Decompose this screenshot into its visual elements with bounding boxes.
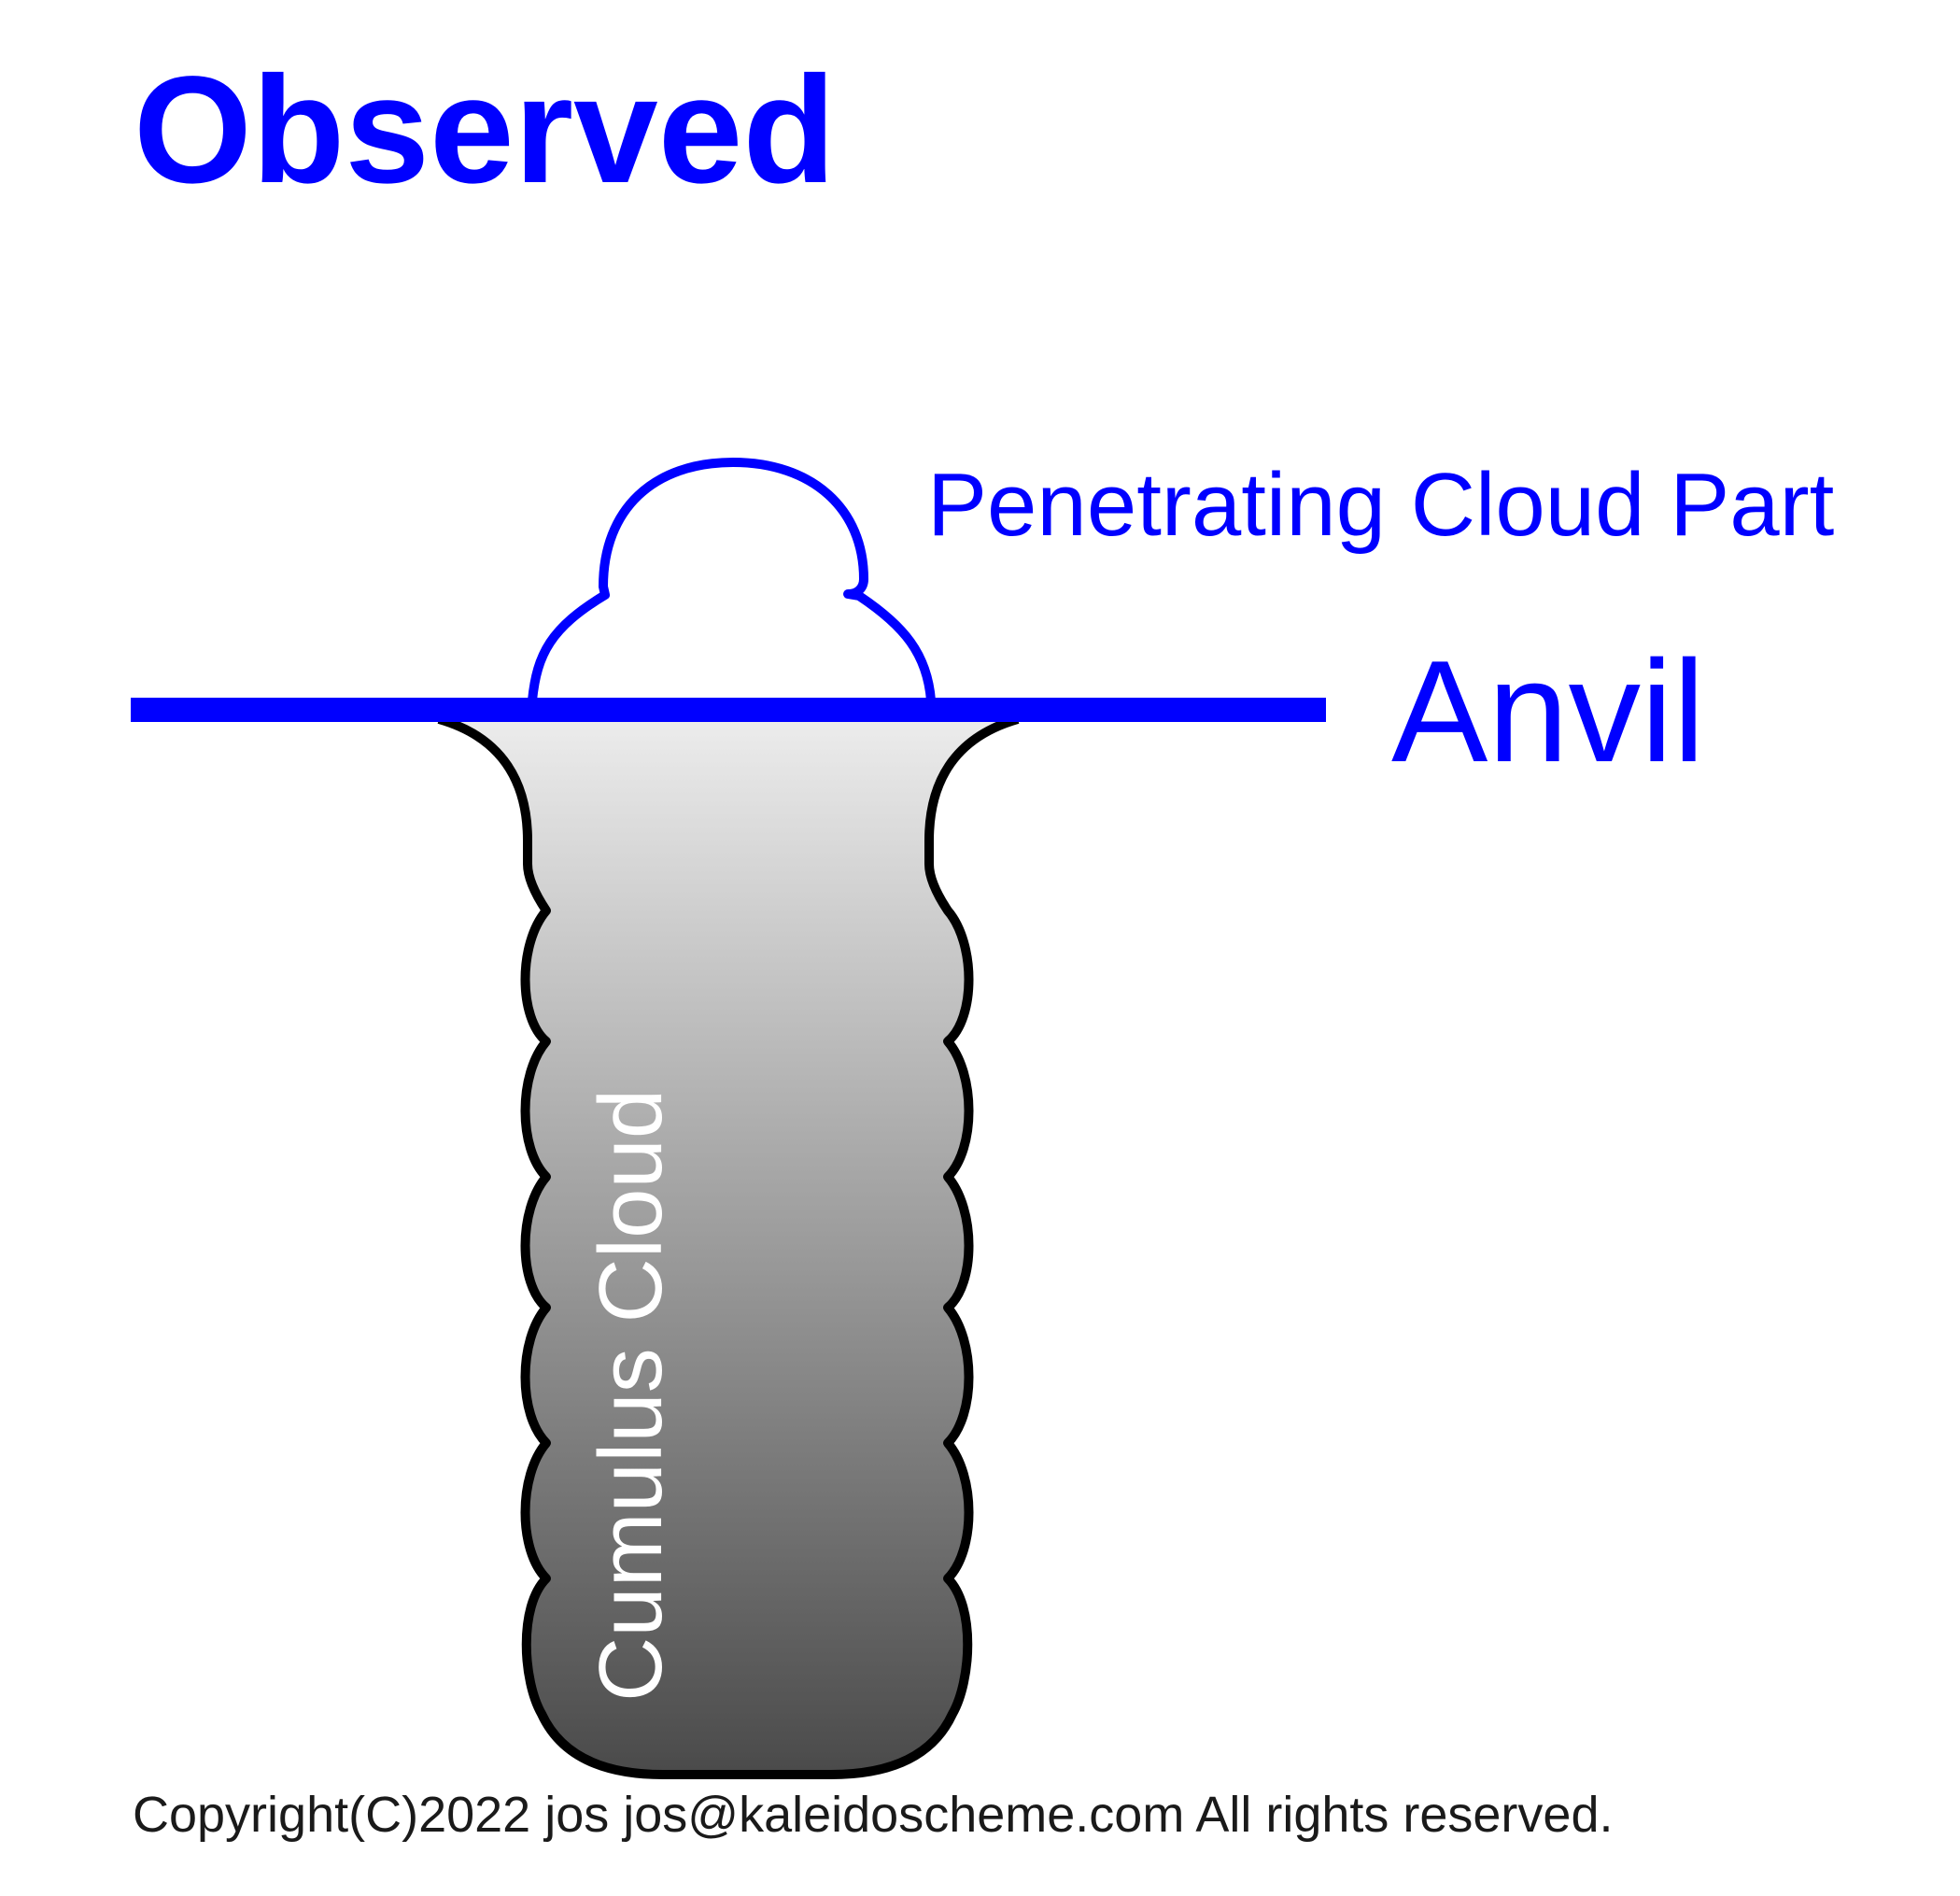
cumulus-cloud-label: Cumulus Cloud <box>581 1089 681 1702</box>
anvil-label: Anvil <box>1391 630 1705 792</box>
copyright-footer: Copyright(C)2022 jos jos@kaleidoscheme.c… <box>133 1787 1614 1843</box>
cumulus-cloud-shape <box>437 715 1020 1779</box>
penetrating-cloud-outline <box>528 458 936 705</box>
penetrating-cloud-label: Penetrating Cloud Part <box>927 455 1834 555</box>
page-title: Observed <box>134 44 836 215</box>
